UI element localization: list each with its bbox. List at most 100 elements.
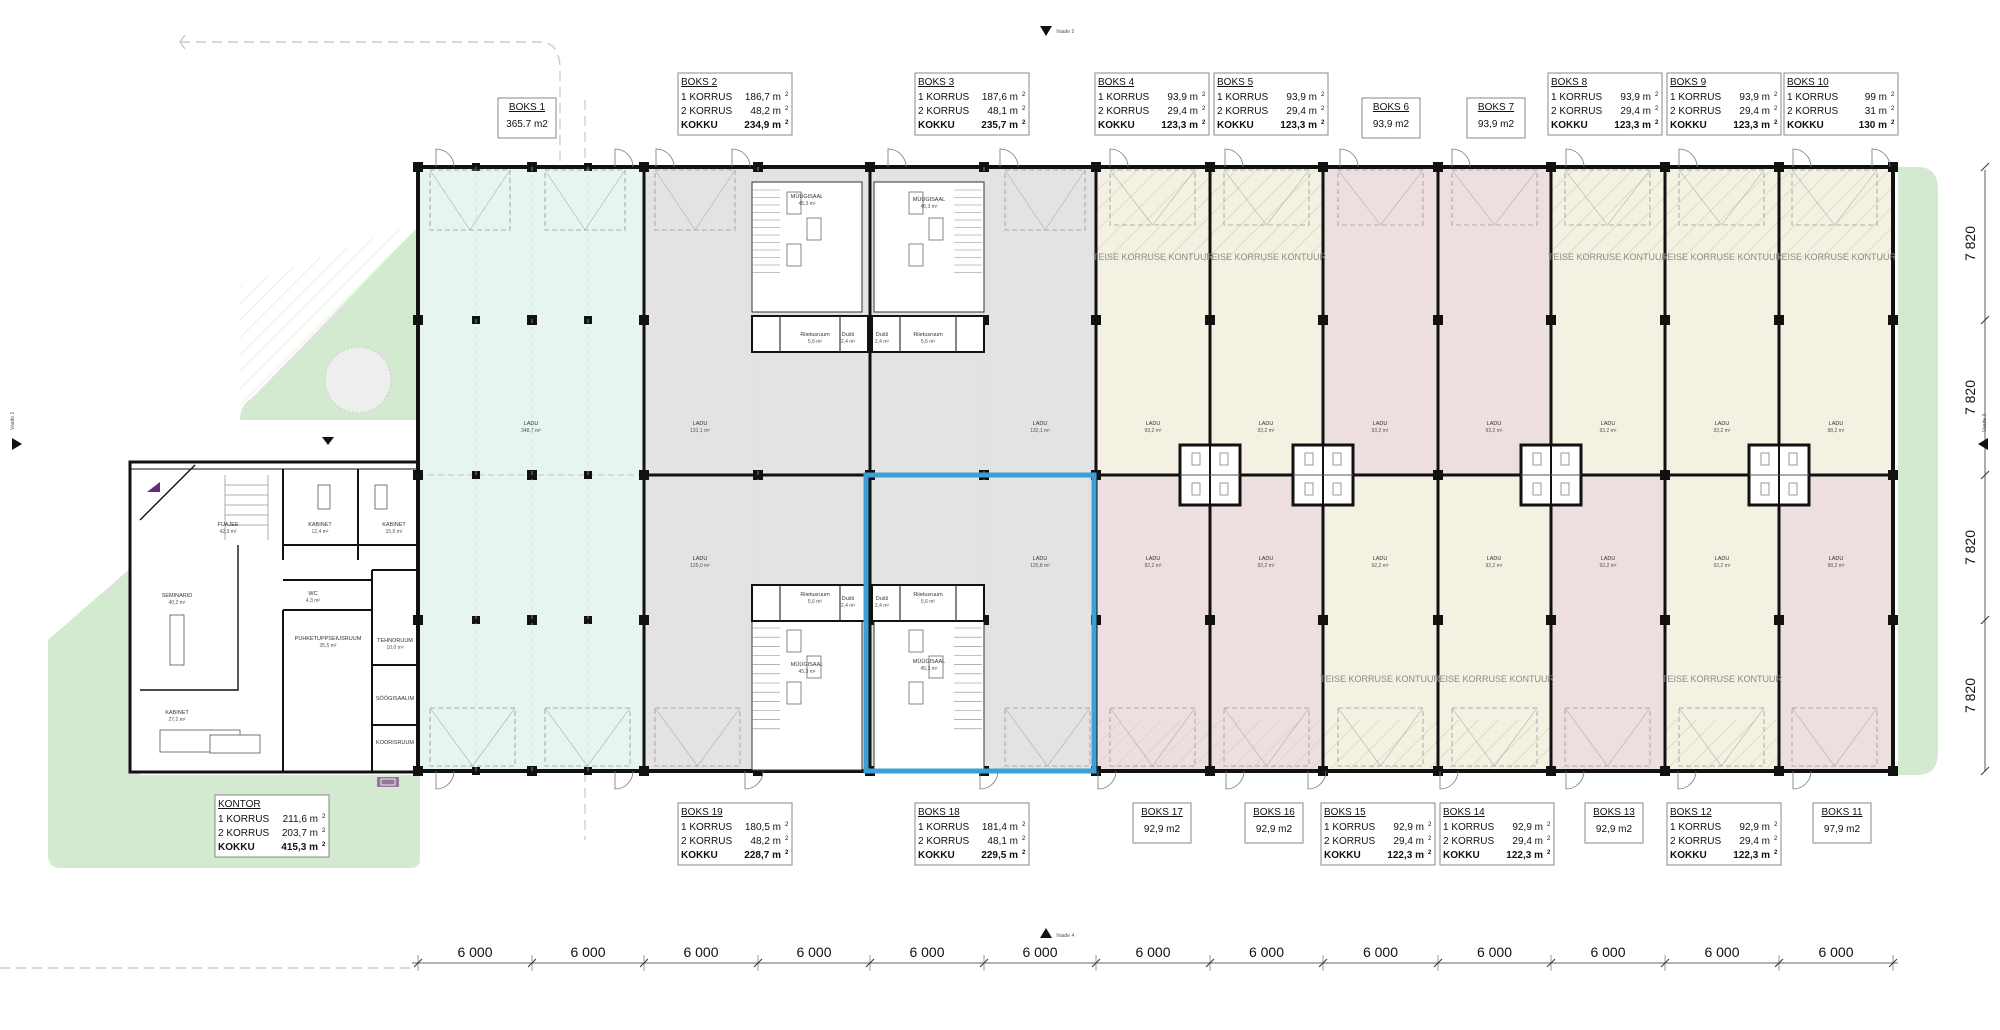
door-swing [1792,148,1812,168]
boks-bottom-1-box-frame [914,802,1030,866]
structural-column [1318,315,1328,325]
boks-top-9-total-sup: 2 [1774,120,1778,126]
kontor-row2-sup: 2 [322,828,326,834]
room-ladu-bottom: LADU [1146,556,1161,562]
room-dush-boks-2-area: 2,4 m² [841,339,856,345]
loading-door-line [1791,707,1835,767]
boks-top-5-row2-value: 29,4 m [1286,106,1317,117]
boks-bottom-7-row1-sup: 2 [1774,822,1778,828]
boks-bottom-0-total-label: KOKKU [681,850,718,861]
room-ladu-boks-2-area: 131,1 m² [690,428,710,434]
boks-top-3-box-frame [914,72,1030,136]
structural-column [865,315,875,325]
boks-bottom-6-name: BOKS 13 [1593,807,1635,818]
structural-column [1888,315,1898,325]
boks-top-8-box-frame [1547,72,1663,136]
desk [908,191,924,215]
boks-top-4-row1-sup: 2 [1202,92,1206,98]
boks-bottom-1-row1-value: 181,4 m [982,822,1018,833]
boks-top-7-name: BOKS 7 [1478,102,1515,113]
room-kabinet-2: KABINET [382,522,406,528]
boks-top-8-row2-label: 2 KORRUS [1551,106,1602,117]
boks-top-2-name: BOKS 2 [681,77,718,88]
boks-bottom-7-row2-label: 2 KORRUS [1670,836,1721,847]
loading-door-line [544,707,588,767]
boks-bottom-2-area: 92,9 m2 [1144,824,1181,835]
loading-door [1564,169,1651,226]
boks-top-5-row1-label: 1 KORRUS [1217,92,1268,103]
room-riietus-boks-3: Riietusruum [913,332,943,338]
view-marker-left-icon [12,438,22,450]
door-swing [744,770,764,790]
view-label-bottom: Vaade 4 [1056,933,1074,939]
upper-floor-contour-label: TEISE KORRUSE KONTUUR [1206,252,1327,262]
room-muugisaal-boks-19-area: 45,3 m² [799,669,816,675]
boks-bottom-4-name: BOKS 15 [1324,807,1366,818]
room-ladu-boks-3: LADU [1033,421,1048,427]
dimension-value-horizontal: 6 000 [1590,944,1625,960]
room-ladu-top-area: 93,2 m² [1714,428,1731,434]
door-swing [1565,770,1585,790]
upper-floor-contour-label: TEISE KORRUSE KONTUUR [1093,252,1214,262]
room-ladu-boks-19: LADU [693,556,708,562]
room-tehnoruum: TEHNORUUM [377,638,413,644]
boks-bottom-0-row2-value: 48,2 m [750,836,781,847]
loading-door-line [1266,169,1310,226]
room-ladu-top-area: 93,2 m² [1145,428,1162,434]
structural-column [1546,162,1556,172]
selected-unit-boks-18[interactable] [863,472,1097,774]
room-ladu-boks-18: LADU [1033,556,1048,562]
room-ladu-bottom: LADU [1487,556,1502,562]
room-ladu-top-area: 93,2 m² [1258,428,1275,434]
toilet-icon [1532,452,1542,466]
boks-top-3-row2-value: 48,1 m [987,106,1018,117]
boks-bottom-1-row1-label: 1 KORRUS [918,822,969,833]
loading-door-line [584,169,626,231]
boks-bottom-7-row1-value: 92,9 m [1739,822,1770,833]
room-dush-boks-3: Dušš [876,332,889,338]
boks-bottom-7-box-frame [1666,802,1782,866]
mezzanine-outline [873,619,985,771]
structural-column [584,616,592,624]
loading-door-line [1152,707,1196,767]
boks-bottom-0-name: BOKS 19 [681,807,723,818]
door-swing [1439,770,1459,790]
boks-top-10-box-frame [1783,72,1899,136]
door-swing [1225,770,1245,790]
structural-column [1546,315,1556,325]
loading-door-line [1494,169,1538,226]
boks-top-9-row1-value: 93,9 m [1739,92,1770,103]
boks-bottom-5-row1-value: 92,9 m [1512,822,1543,833]
room-ladu-top: LADU [1146,421,1161,427]
dimension-value-horizontal: 6 000 [796,944,831,960]
boks-bottom-0-row1-sup: 2 [785,822,789,828]
loading-door-line [587,707,631,767]
boks-top-3-total-label: KOKKU [918,120,955,131]
structural-column [1318,615,1328,625]
structural-column [413,766,423,776]
room-wc: WC [308,591,317,597]
loading-door-line [1152,169,1196,226]
boks-top-8-total-value: 123,3 m [1614,120,1651,131]
loading-door-line [1109,169,1153,226]
mezzanine-block [751,181,863,313]
boks-top-10-total-value: 130 m [1859,120,1887,131]
upper-floor-contour-label: TEISE KORRUSE KONTUUR [1776,252,1897,262]
loading-door-line [1047,707,1091,767]
door-swing [1307,770,1327,790]
boks-top-2-row1-sup: 2 [785,92,789,98]
boks-top-8-row1-label: 1 KORRUS [1551,92,1602,103]
room-dush-boks-2: Dušš [842,332,855,338]
toilet-icon [1788,452,1798,466]
boks-top-3-name: BOKS 3 [918,77,955,88]
unit-fill-bottom [1551,475,1665,771]
structural-column [1660,315,1670,325]
toilet-icon [1332,452,1342,466]
room-ladu-bottom-area: 92,2 m² [1258,563,1275,569]
room-dush-boks-18: Dušš [876,596,889,602]
